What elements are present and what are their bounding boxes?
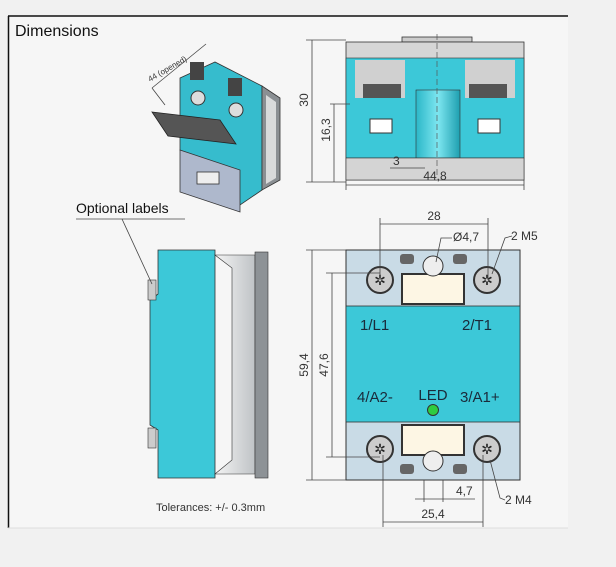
terminal-2-t1: 2/T1 — [462, 317, 492, 334]
led-label: LED — [418, 387, 447, 404]
page-title: Dimensions — [15, 23, 99, 40]
screw-icon: ✲ — [366, 435, 394, 463]
hole-diameter: Ø4,7 — [453, 230, 479, 244]
front-height-total: 30 — [297, 93, 311, 107]
top-height-total: 59,4 — [297, 353, 311, 377]
screws-top: 2 M5 — [511, 229, 538, 243]
svg-text:✲: ✲ — [481, 441, 493, 457]
top-height-screws: 47,6 — [317, 353, 331, 377]
terminal-4-a2: 4/A2- — [357, 389, 393, 406]
svg-text:✲: ✲ — [481, 272, 493, 288]
side-view: Optional labels — [76, 200, 269, 479]
top-width-screws: 28 — [427, 209, 441, 223]
svg-text:✲: ✲ — [374, 441, 386, 457]
front-height-partial: 16,3 — [319, 118, 333, 142]
tolerances-note: Tolerances: +/- 0.3mm — [156, 502, 265, 514]
front-view: 30 16,3 3 44,8 — [297, 34, 525, 190]
slot-width: 4,7 — [456, 484, 473, 498]
screws-bottom: 2 M4 — [505, 493, 532, 507]
front-offset: 3 — [393, 154, 400, 168]
front-width: 44,8 — [423, 169, 447, 183]
optional-labels-callout: Optional labels — [76, 200, 169, 216]
terminal-3-a1: 3/A1+ — [460, 389, 500, 406]
screw-icon: ✲ — [473, 435, 501, 463]
led-indicator — [427, 404, 439, 416]
top-view: ✲ ✲ ✲ ✲ 1/L1 2/T1 4/A2- 3/A1+ LED 28 Ø4,… — [297, 209, 538, 527]
terminal-1-l1: 1/L1 — [360, 317, 389, 334]
bottom-width-screws: 25,4 — [421, 507, 445, 521]
screw-icon: ✲ — [473, 266, 501, 294]
isometric-view: 44 (opened) — [147, 43, 281, 213]
